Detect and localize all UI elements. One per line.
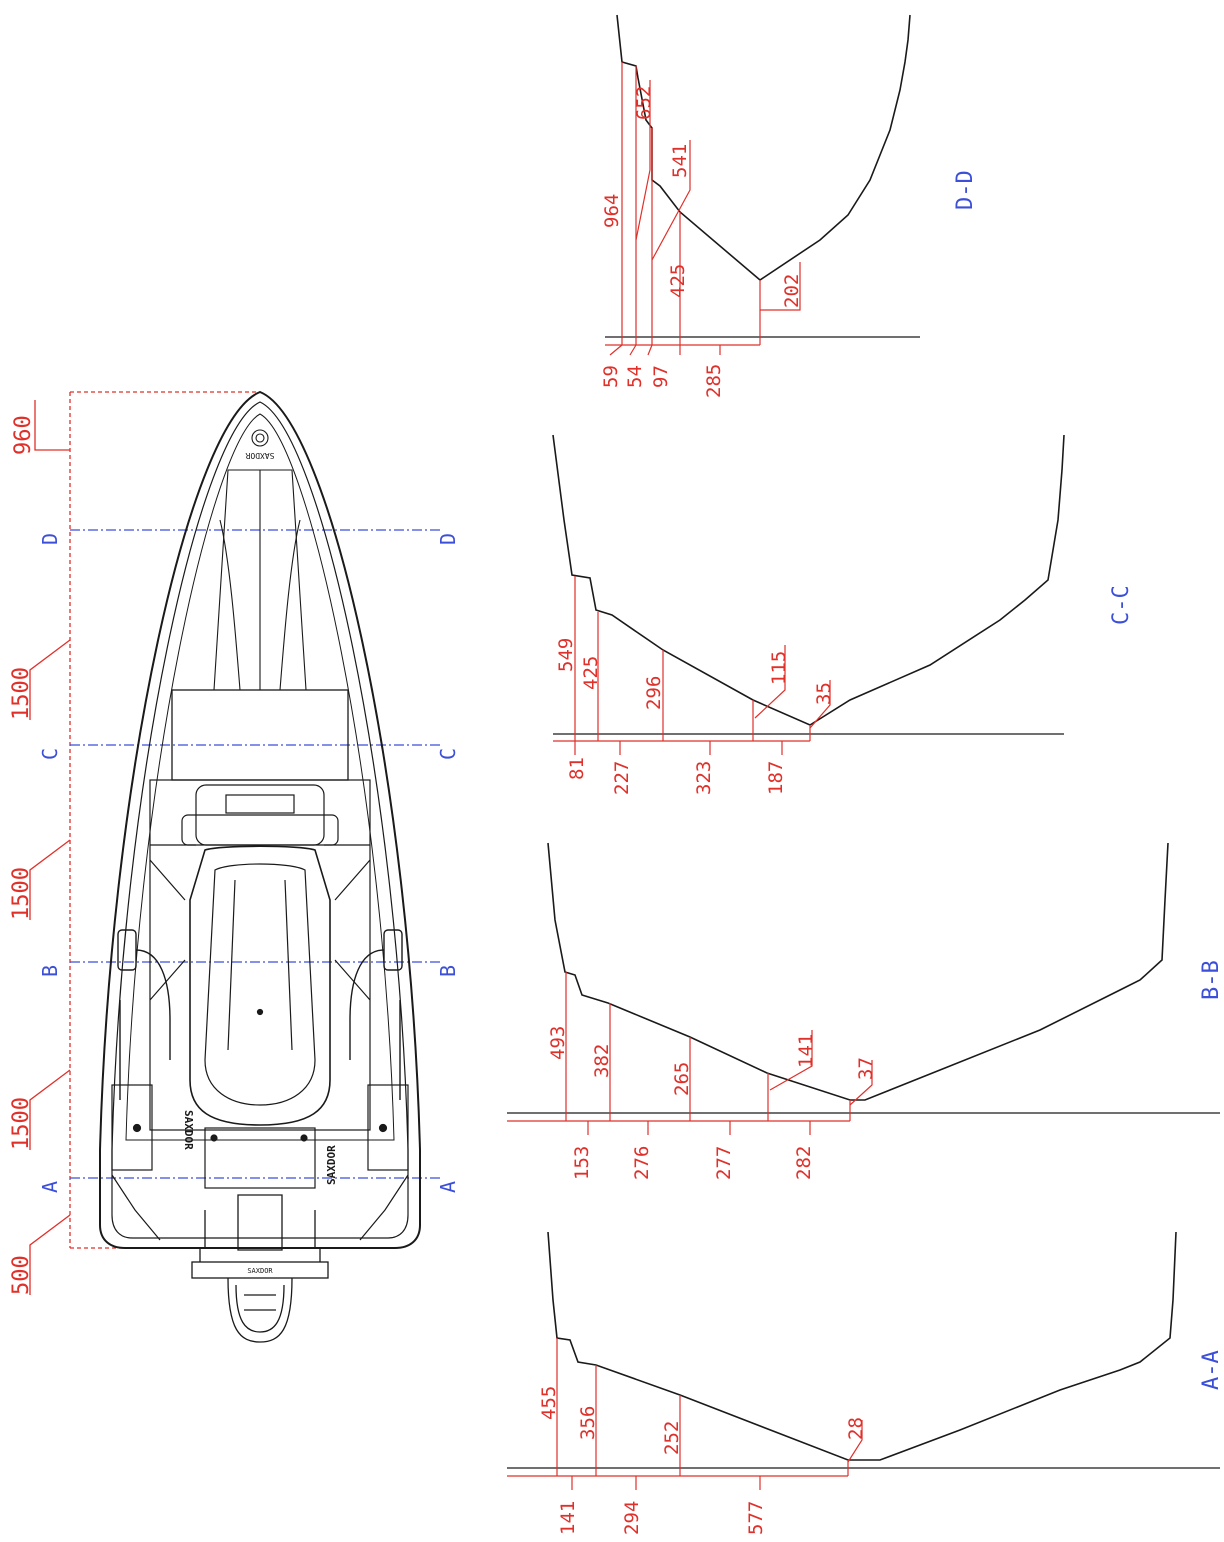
- bb-height-265: 265: [671, 1062, 693, 1096]
- rear-lockers: [111, 1084, 409, 1241]
- side-brand-left: SAXDOR: [182, 1110, 195, 1150]
- section-mark-b-right: B: [436, 965, 460, 977]
- dd-width-285: 285: [703, 364, 725, 398]
- section-mark-b-left: B: [38, 965, 62, 977]
- section-dd: 964 652 541 425 202 59 54 97 285 D-D: [600, 14, 978, 398]
- stern-platform: [191, 1210, 329, 1279]
- boat-plan-view: 960 1500 1500 1500 500 D D C C B B A A: [9, 390, 460, 1343]
- dd-width-97: 97: [650, 365, 672, 388]
- overall-length-frame: [69, 391, 258, 1249]
- outboard-motor: [227, 1194, 293, 1343]
- section-cut-lines: [70, 529, 440, 1179]
- front-seat-cushion: [171, 689, 349, 781]
- aa-width-141: 141: [557, 1501, 579, 1535]
- bow-cleat-icon: [251, 429, 269, 447]
- dd-width-54: 54: [624, 365, 646, 388]
- cc-height-425: 425: [580, 656, 602, 690]
- bb-width-276: 276: [631, 1146, 653, 1180]
- section-mark-a-left: A: [38, 1181, 62, 1193]
- aa-width-577: 577: [745, 1501, 767, 1535]
- aa-height-252: 252: [661, 1421, 683, 1455]
- cc-width-187: 187: [765, 761, 787, 795]
- bb-width-153: 153: [571, 1146, 593, 1180]
- cockpit: [149, 779, 371, 1131]
- aa-width-294: 294: [621, 1501, 643, 1535]
- bb-height-141: 141: [795, 1034, 817, 1068]
- aa-height-455: 455: [538, 1386, 560, 1420]
- bow-deck: [213, 429, 307, 691]
- section-mark-c-left: C: [38, 748, 62, 760]
- dd-height-202: 202: [781, 274, 803, 308]
- section-bb-dimensions: [507, 972, 873, 1135]
- section-aa: 455 356 252 28 141 294 577 A-A: [507, 1231, 1224, 1535]
- hull-outline: [99, 390, 421, 1249]
- plan-dim-960: 960: [11, 415, 36, 455]
- dd-height-541: 541: [669, 144, 691, 178]
- cc-width-323: 323: [693, 761, 715, 795]
- plan-dim-1500-b: 1500: [9, 867, 34, 920]
- section-mark-a-right: A: [436, 1181, 460, 1193]
- dd-height-964: 964: [601, 194, 623, 228]
- section-mark-c-right: C: [436, 748, 460, 760]
- section-cc-hull-profile: [552, 434, 1065, 726]
- cc-height-296: 296: [643, 676, 665, 710]
- side-brand-right: SAXDOR: [325, 1145, 338, 1185]
- plan-dim-500: 500: [9, 1255, 34, 1295]
- bb-height-37: 37: [855, 1057, 877, 1080]
- section-bb-title: B-B: [1199, 960, 1224, 1000]
- aa-height-28: 28: [845, 1417, 867, 1440]
- cc-width-81: 81: [566, 757, 588, 780]
- stern-brand-text: SAXDOR: [247, 1267, 273, 1275]
- section-aa-hull-profile: [547, 1231, 1177, 1461]
- cc-height-35: 35: [813, 682, 835, 705]
- section-aa-dimensions: [507, 1338, 863, 1490]
- cc-height-115: 115: [768, 651, 790, 685]
- section-aa-title: A-A: [1199, 1350, 1224, 1390]
- cc-height-549: 549: [555, 638, 577, 672]
- plan-dimension-leaders: [29, 400, 71, 1295]
- cc-width-227: 227: [611, 761, 633, 795]
- plan-dim-1500-c: 1500: [9, 1097, 34, 1150]
- aa-height-356: 356: [577, 1406, 599, 1440]
- section-bb: 493 382 265 141 37 153 276 277 282 B-B: [507, 842, 1224, 1180]
- bow-brand-mark: SAXDOR: [245, 451, 274, 460]
- section-mark-d-left: D: [38, 533, 62, 545]
- plan-dim-1500-a: 1500: [9, 667, 34, 720]
- side-handles: [117, 929, 403, 1100]
- bb-height-382: 382: [591, 1044, 613, 1078]
- bb-width-277: 277: [713, 1146, 735, 1180]
- section-cc-title: C-C: [1109, 585, 1134, 625]
- section-mark-d-right: D: [436, 533, 460, 545]
- dd-width-59: 59: [600, 365, 622, 388]
- dd-height-652: 652: [633, 86, 655, 120]
- section-cc: 549 425 296 115 35 81 227 323 187 C-C: [552, 434, 1134, 795]
- section-dd-dimensions: [605, 62, 801, 356]
- section-cc-dimensions: [553, 576, 831, 755]
- dd-height-425: 425: [667, 264, 689, 298]
- bb-width-282: 282: [793, 1146, 815, 1180]
- section-dd-title: D-D: [953, 170, 978, 210]
- section-dd-hull-profile: [616, 14, 911, 282]
- bb-height-493: 493: [547, 1026, 569, 1060]
